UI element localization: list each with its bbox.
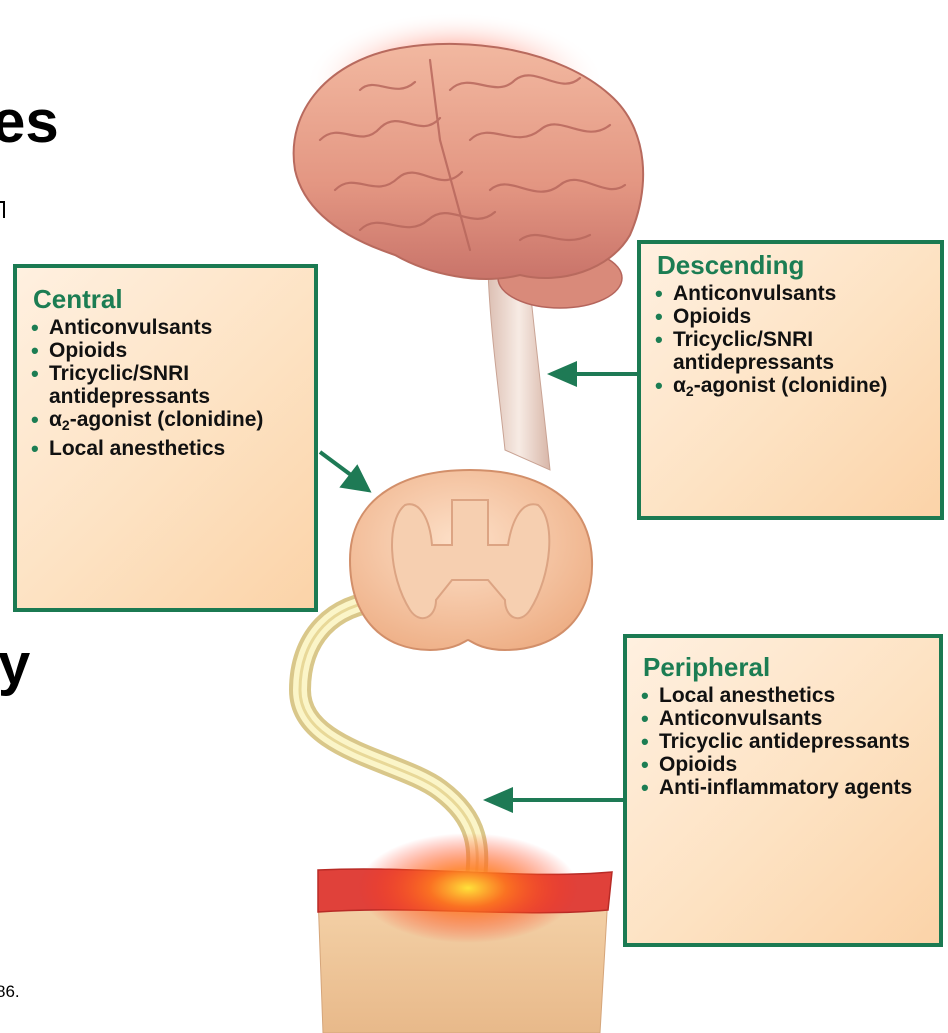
descending-list: Anticonvulsants Opioids Tricyclic/SNRI a… (651, 282, 930, 403)
bracket-mark (0, 200, 6, 220)
central-title: Central (33, 284, 304, 314)
descending-title: Descending (657, 250, 930, 280)
list-item: Opioids (637, 753, 929, 776)
list-item: Local anesthetics (637, 684, 929, 707)
list-item: Tricyclic antidepressants (637, 730, 929, 753)
list-item: Anticonvulsants (651, 282, 930, 305)
peripheral-box: Peripheral Local anesthetics Anticonvuls… (623, 634, 943, 947)
peripheral-list: Local anesthetics Anticonvulsants Tricyc… (637, 684, 929, 799)
list-item: Tricyclic/SNRI antidepressants (651, 328, 930, 374)
list-item: α2-agonist (clonidine) (27, 408, 304, 437)
list-item: Opioids (27, 339, 304, 362)
heading-fragment-top: es (0, 92, 59, 152)
peripheral-title: Peripheral (643, 652, 929, 682)
central-box: Central Anticonvulsants Opioids Tricycli… (13, 264, 318, 612)
central-list: Anticonvulsants Opioids Tricyclic/SNRI a… (27, 316, 304, 460)
heading-fragment-mid: y (0, 636, 30, 694)
list-item: Local anesthetics (27, 437, 304, 460)
list-item: Opioids (651, 305, 930, 328)
list-item: Anticonvulsants (637, 707, 929, 730)
citation-fragment: 86. (0, 982, 20, 1002)
skin-glow (358, 833, 578, 943)
list-item: α2-agonist (clonidine) (651, 374, 930, 403)
list-item: Anti-inflammatory agents (637, 776, 929, 799)
list-item: Tricyclic/SNRI antidepressants (27, 362, 304, 408)
descending-box: Descending Anticonvulsants Opioids Tricy… (637, 240, 944, 520)
list-item: Anticonvulsants (27, 316, 304, 339)
